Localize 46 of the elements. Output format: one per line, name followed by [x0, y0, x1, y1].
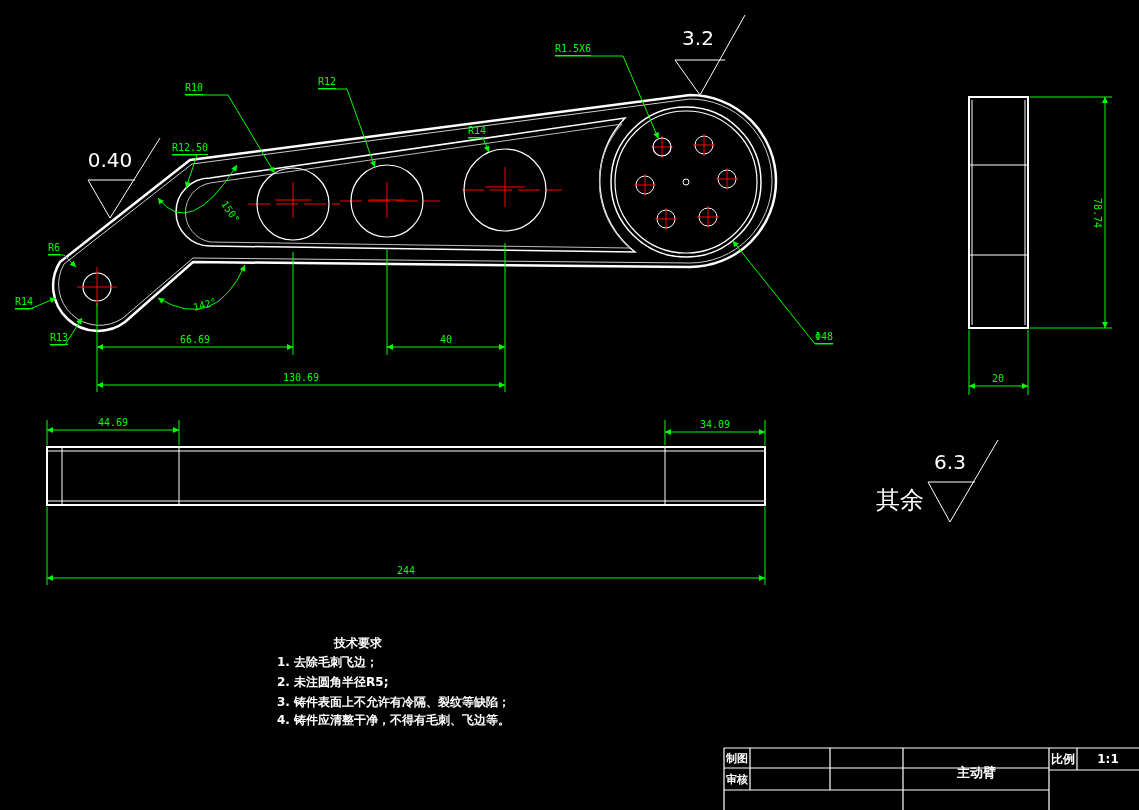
dimension-value: 44.69 [97, 418, 129, 428]
dimension-value: 40 [440, 335, 452, 345]
leader-line [317, 88, 376, 168]
roughness-value: 0.40 [87, 150, 133, 170]
leader-label: R6 [48, 243, 61, 255]
hole [350, 164, 424, 238]
leader-label: R14 [468, 126, 487, 138]
bolt-hole [652, 137, 672, 157]
leader-line [47, 254, 77, 268]
hole [256, 167, 330, 241]
leader-label: R10 [185, 83, 204, 95]
leader-line [184, 94, 276, 174]
dimension-value: 20 [992, 374, 1004, 384]
leader-label: Φ48 [815, 332, 834, 344]
note-text: 4. 铸件应清整干净，不得有毛刺、飞边等。 [277, 714, 511, 726]
title-block-text: 制图 [726, 752, 748, 764]
title-block-text: 1:1 [1097, 753, 1119, 765]
hole [463, 148, 547, 232]
angle-value: 142° [192, 297, 218, 313]
leader-line [171, 154, 198, 189]
title-block-text: 审核 [726, 773, 748, 785]
dimension-value: 244 [396, 566, 416, 576]
note-text: 1. 去除毛刺飞边； [277, 656, 379, 668]
dimension-value: 34.09 [699, 420, 731, 430]
dimension-value: 130.69 [282, 373, 320, 383]
title-block-text: 主动臂 [956, 765, 996, 779]
leader-line [554, 55, 659, 140]
heading-text: 技术要求 [334, 637, 382, 649]
roughness-value: 6.3 [934, 452, 966, 472]
dimension-value: 66.69 [179, 335, 211, 345]
roughness-value: 3.2 [682, 28, 714, 48]
leader-label: R1.5X6 [555, 44, 592, 56]
leader-line [49, 317, 83, 346]
leader-label: R12 [318, 77, 337, 89]
leader-label: R13 [50, 333, 69, 345]
note-text: 2. 未注圆角半径R5; [277, 676, 389, 688]
leader-label: R12.50 [172, 143, 209, 155]
leader-line [732, 240, 834, 345]
leader-line [467, 137, 490, 153]
leader-label: R14 [15, 297, 34, 309]
boss-circle [610, 106, 762, 258]
note-text: 3. 铸件表面上不允许有冷隔、裂纹等缺陷； [277, 696, 511, 708]
leader-line [14, 297, 57, 310]
dimension-value: 78.74 [1092, 197, 1102, 229]
note-text: 其余 [876, 488, 924, 512]
title-block-text: 比例 [1051, 753, 1075, 765]
